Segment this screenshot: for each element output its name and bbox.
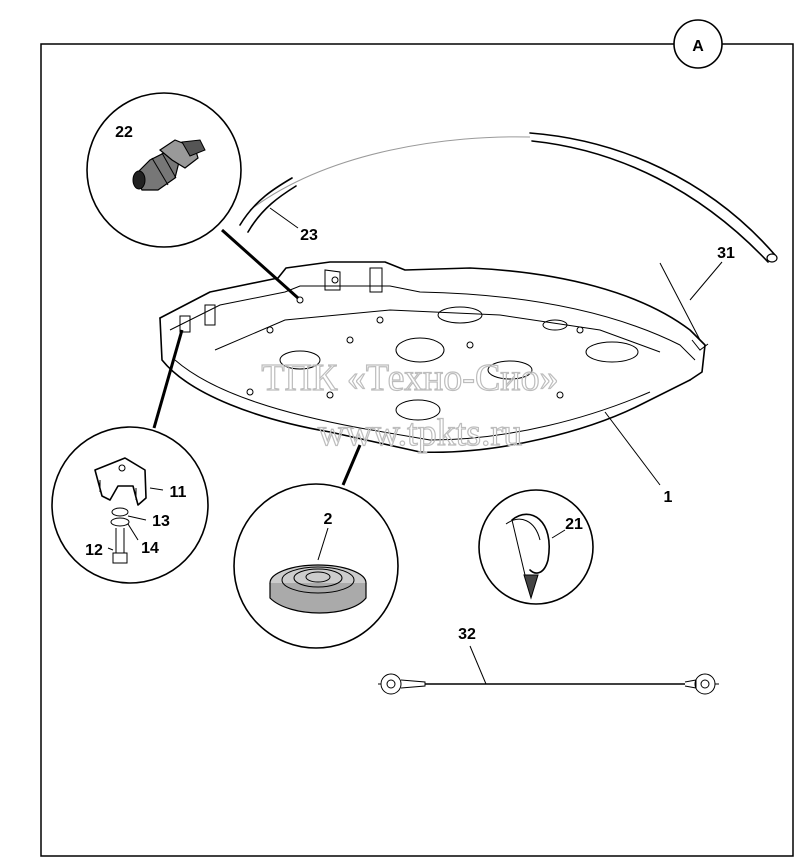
- cable-tie-part-21: [505, 513, 550, 600]
- watermark: ТПК «Техно-Сио» www.tpkts.ru: [261, 356, 560, 454]
- callout-14: 14: [141, 540, 159, 557]
- detail-circle-22: 22: [86, 92, 242, 248]
- tape-coil-part-2: [269, 564, 367, 614]
- leader-detail-11: [152, 329, 184, 429]
- ground-strap-part-32: 32: [378, 626, 719, 695]
- callout-31: 31: [717, 245, 735, 262]
- housing-part-1: [159, 261, 709, 454]
- screw-part-12: [112, 528, 128, 564]
- watermark-line-1: ТПК «Техно-Сио»: [261, 357, 558, 399]
- view-label-badge: A: [673, 19, 723, 69]
- washer-part-14: [110, 517, 130, 527]
- callout-12: 12: [85, 542, 103, 559]
- callout-1: 1: [664, 489, 673, 506]
- hose-part-23-31: [239, 132, 778, 263]
- view-label: A: [692, 38, 704, 55]
- callout-32: 32: [458, 626, 476, 643]
- leader-callout-23: [269, 207, 299, 229]
- leader-callout-1: [604, 411, 661, 486]
- callout-2: 2: [324, 511, 333, 528]
- callout-13: 13: [152, 513, 170, 530]
- callout-23: 23: [300, 227, 318, 244]
- bracket-part-11: [94, 457, 147, 506]
- watermark-line-2: www.tpkts.ru: [318, 412, 522, 454]
- callout-11: 11: [170, 484, 187, 501]
- callout-22: 22: [115, 124, 133, 141]
- leader-detail-22: [220, 228, 300, 300]
- leader-callout-31: [689, 261, 723, 301]
- callout-21: 21: [565, 516, 583, 533]
- fitting-part-22: [132, 139, 206, 191]
- rod-31: [659, 262, 701, 341]
- leader-detail-2: [341, 444, 362, 486]
- detail-circle-21: 21: [478, 489, 594, 605]
- diagram-frame: [40, 43, 794, 857]
- detail-circle-11-14: 11 13 14 12: [51, 426, 209, 584]
- detail-circle-2: 2: [233, 483, 399, 649]
- washer-part-13: [111, 507, 129, 517]
